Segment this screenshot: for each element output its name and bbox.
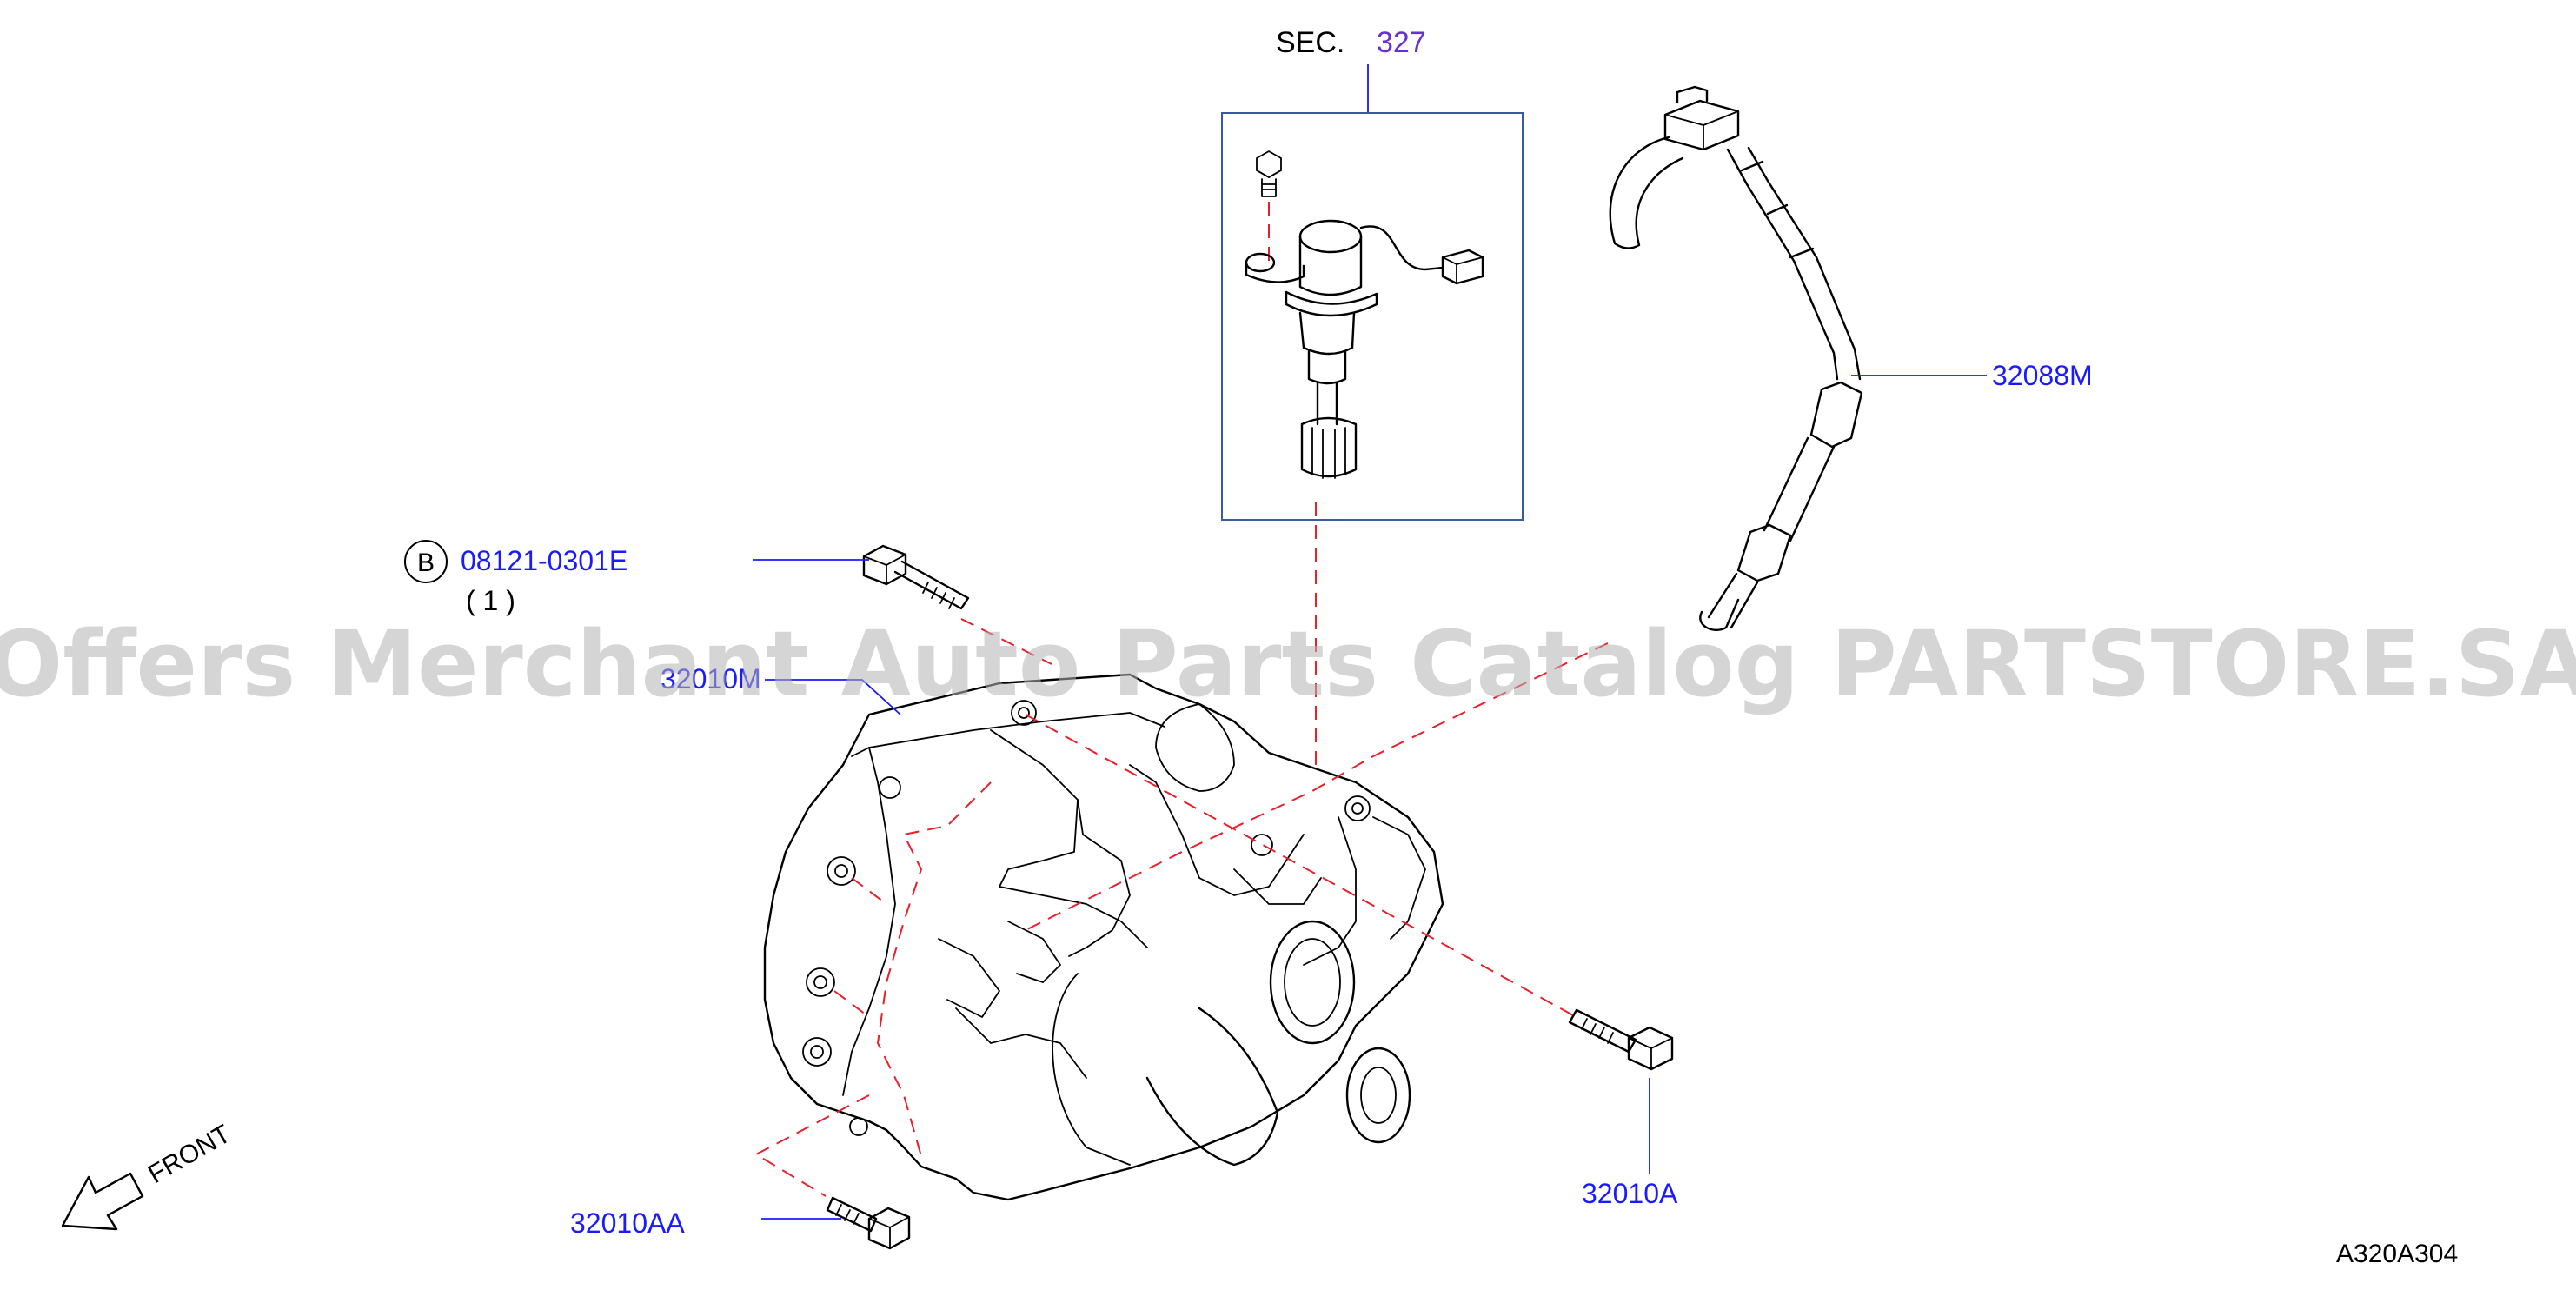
- case-leader: [765, 679, 901, 715]
- flange-bolt-icon: [862, 544, 970, 610]
- callout-bolt-right[interactable]: 32010A: [1582, 1178, 1678, 1209]
- circle-b-icon: [404, 540, 448, 583]
- sensor-inset-box: [1221, 112, 1524, 521]
- bottom-bolt-icon: [826, 1196, 911, 1250]
- hose-icon: [1609, 85, 1987, 632]
- callout-hose[interactable]: 32088M: [1992, 360, 2093, 391]
- callout-bolt-bottom[interactable]: 32010AA: [570, 1207, 685, 1239]
- watermark-text: Offers Merchant Auto Parts Catalog PARTS…: [0, 611, 2576, 717]
- callout-bolt-b-quantity: ( 1 ): [466, 585, 515, 616]
- front-arrow-icon: [61, 1172, 144, 1231]
- figure-id: A320A304: [2336, 1240, 2458, 1268]
- callout-bolt-b[interactable]: 08121-0301E: [461, 545, 627, 576]
- speed-sensor-icon: [1245, 150, 1484, 479]
- right-bolt-icon: [1568, 1008, 1674, 1174]
- transmission-case-icon: [763, 673, 1444, 1201]
- front-label: FRONT: [143, 1120, 236, 1189]
- section-number[interactable]: 327: [1377, 26, 1426, 59]
- alignment-lines: [754, 502, 1609, 1197]
- callout-case[interactable]: 32010M: [661, 663, 761, 695]
- section-prefix: SEC.: [1276, 26, 1344, 59]
- circle-b-letter: B: [417, 549, 435, 577]
